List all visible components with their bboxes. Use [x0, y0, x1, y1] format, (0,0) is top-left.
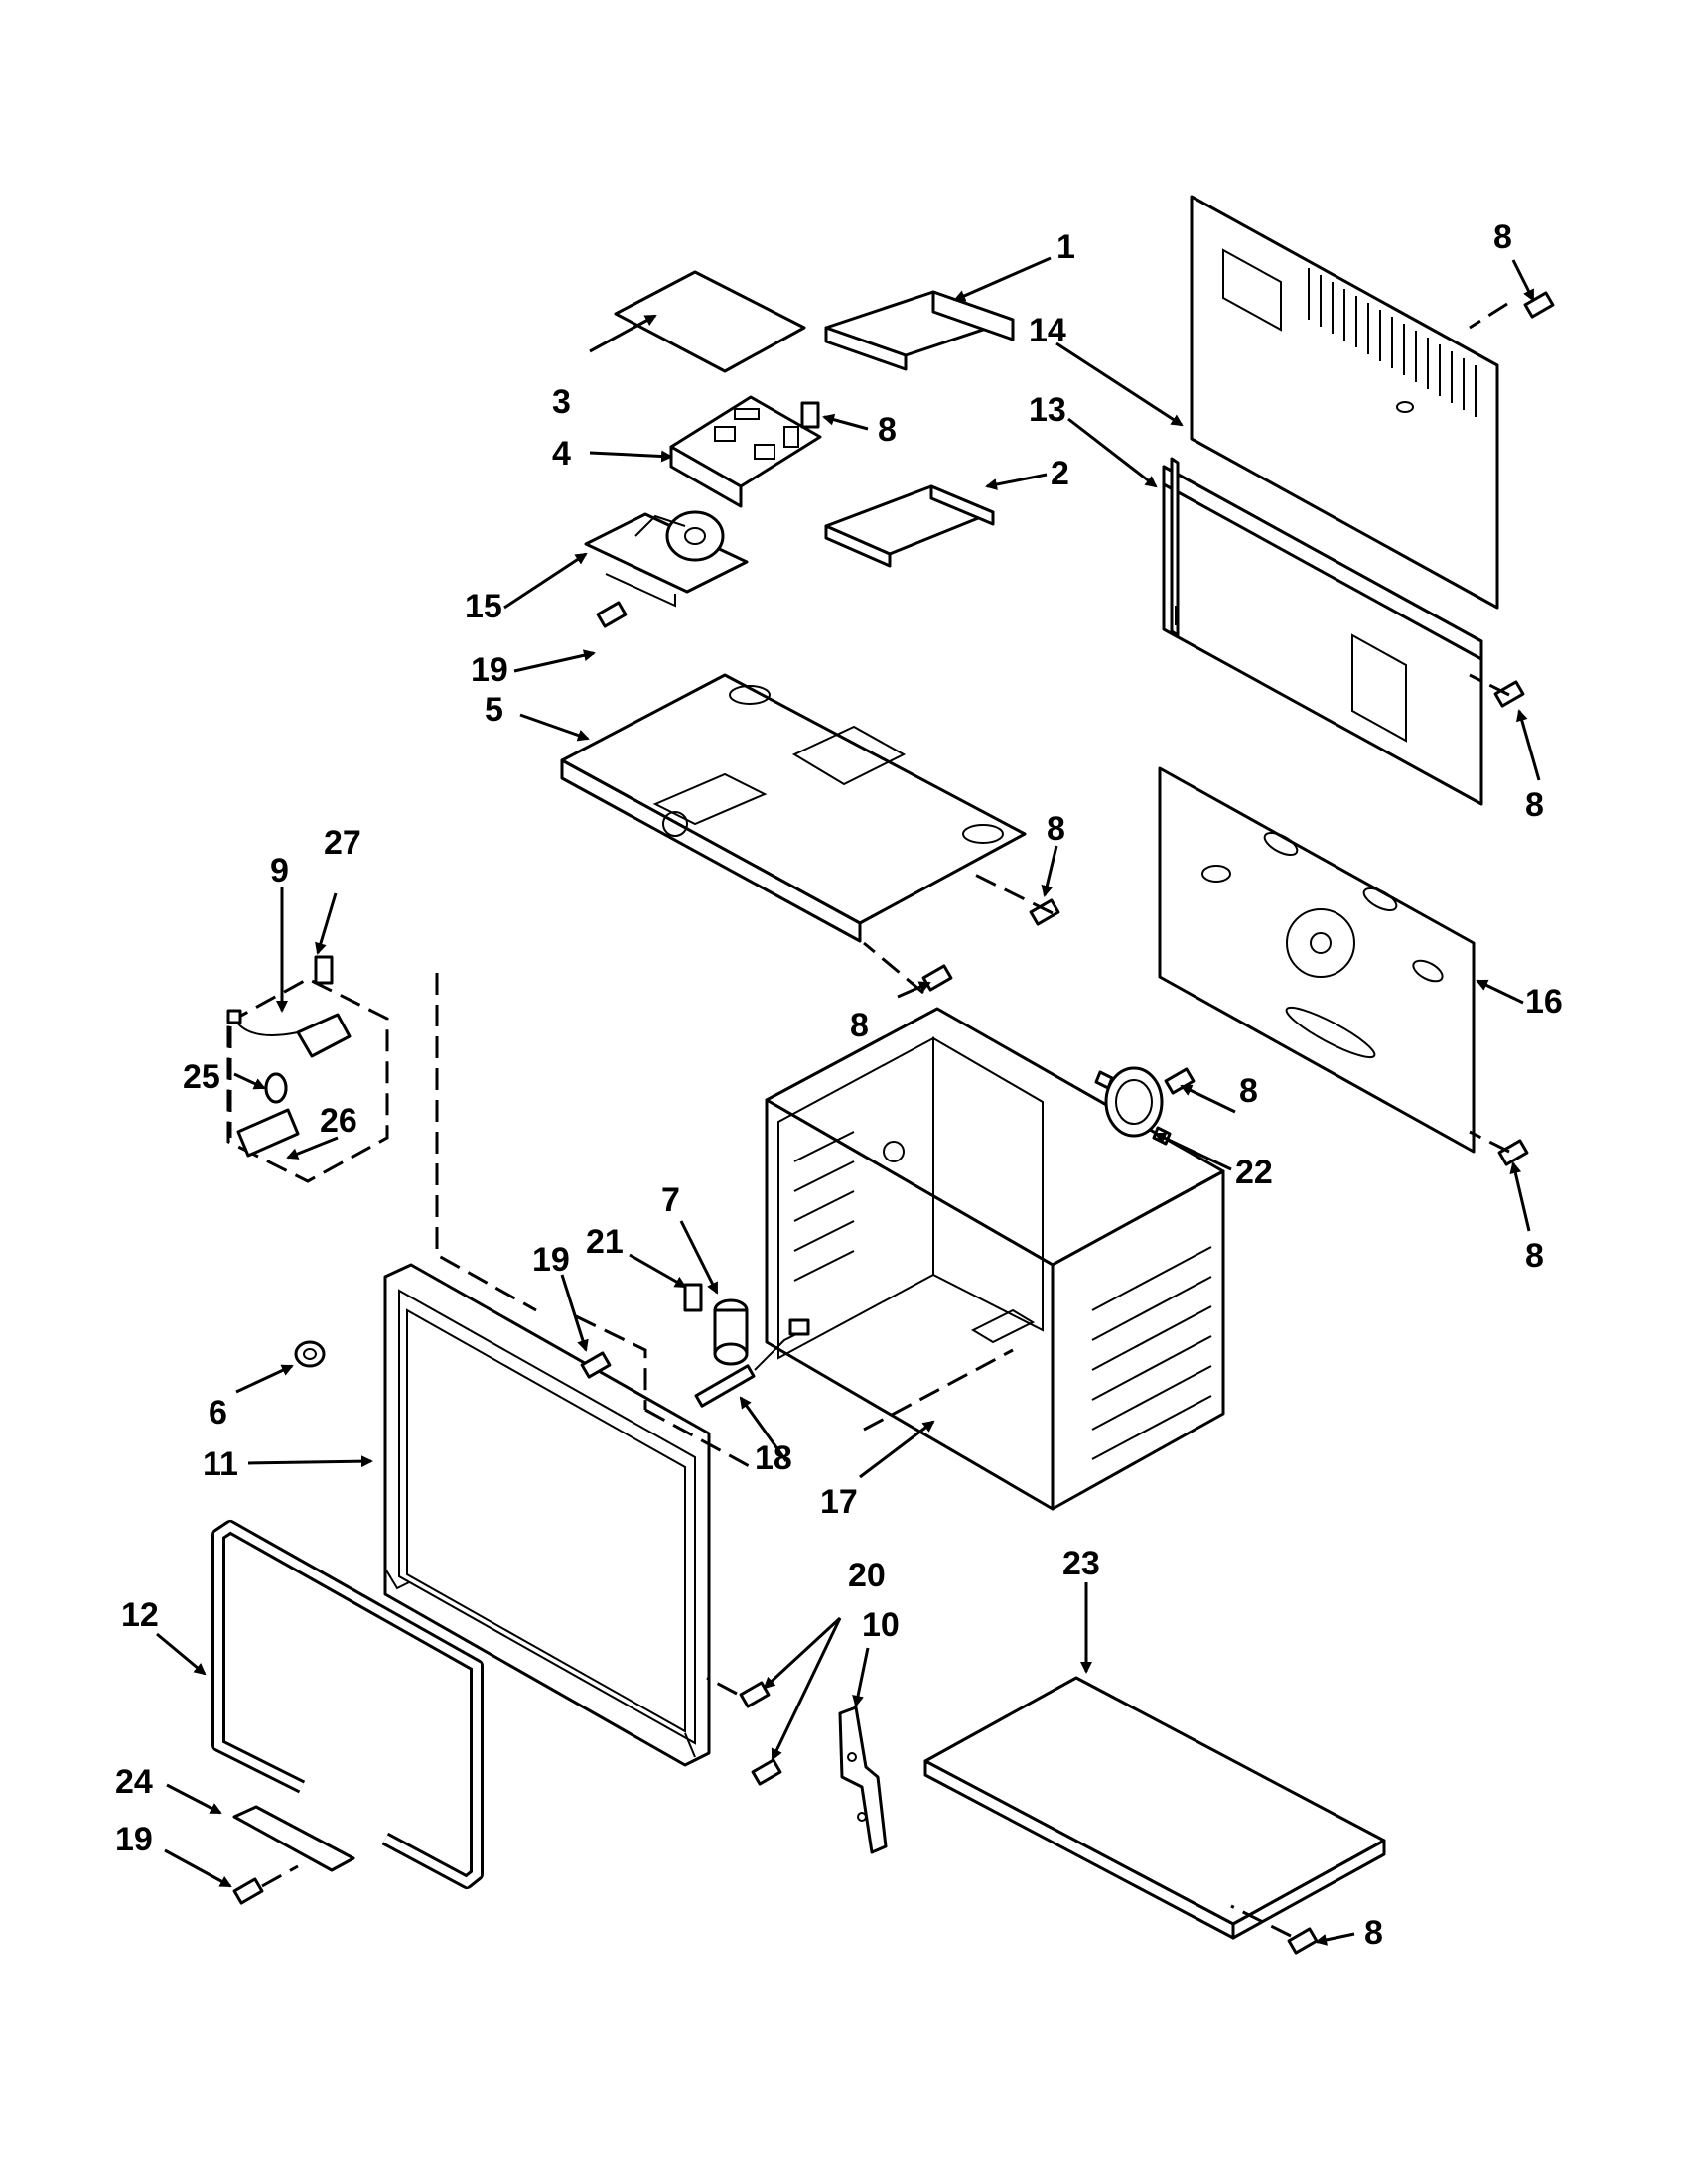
- callout-6: 6: [209, 1394, 227, 1432]
- callout-23: 23: [1062, 1545, 1100, 1582]
- callout-17: 17: [820, 1483, 858, 1521]
- callout-27: 27: [324, 824, 361, 862]
- callout-1: 1: [1056, 228, 1075, 266]
- screw-21: [683, 1283, 703, 1312]
- callout-19-b: 19: [532, 1241, 570, 1279]
- callout-4: 4: [552, 435, 571, 473]
- part-5-top-panel: [560, 673, 1027, 943]
- screw-8-drawer: [1287, 1927, 1319, 1955]
- part-2-tray: [824, 484, 995, 568]
- callout-9: 9: [270, 852, 289, 889]
- part-14-rear-panel: [1190, 195, 1499, 610]
- part-3-cover-sheet: [614, 270, 806, 373]
- callout-24: 24: [115, 1763, 153, 1801]
- screw-19-trim: [232, 1877, 264, 1905]
- part-13-rear-cover: [1162, 457, 1483, 806]
- callout-22: 22: [1235, 1154, 1273, 1191]
- screw-8-mid: [800, 401, 820, 429]
- callout-labels: 1 2 3 4 5 6 7 8 8 8 8 8 8 8 8 9 10 11 12…: [115, 218, 1563, 1952]
- callout-8-g: 8: [1525, 1237, 1544, 1275]
- callout-8-e: 8: [850, 1007, 869, 1044]
- callout-18: 18: [755, 1439, 792, 1477]
- part-23-bottom-drawer-panel: [923, 1676, 1386, 1940]
- callout-10: 10: [862, 1606, 900, 1644]
- leader-arrows: [156, 256, 1541, 1946]
- callout-8-d: 8: [1047, 810, 1065, 848]
- screw-27: [314, 955, 334, 985]
- callout-26: 26: [320, 1102, 357, 1140]
- callout-16: 16: [1525, 983, 1563, 1021]
- part-18-probe: [694, 1318, 810, 1408]
- screws: [232, 291, 1555, 1955]
- callout-13: 13: [1029, 391, 1066, 429]
- callout-8-a: 8: [878, 411, 897, 449]
- part-4-control-board: [669, 395, 822, 508]
- part-17-oven-cavity: [765, 1007, 1225, 1511]
- callout-8-f: 8: [1239, 1072, 1258, 1110]
- part-11-front-frame: [383, 1263, 711, 1767]
- callout-7: 7: [661, 1181, 680, 1219]
- callout-5: 5: [485, 691, 503, 729]
- callout-11: 11: [203, 1445, 238, 1483]
- part-22-fan-gasket: [1094, 1066, 1172, 1146]
- part-12-door-gasket: [211, 1520, 484, 1889]
- screw-8-top-panel-2: [921, 964, 953, 992]
- callout-8-b: 8: [1493, 218, 1512, 256]
- callout-14: 14: [1029, 312, 1066, 349]
- part-24-trim-strip: [232, 1805, 355, 1872]
- callout-8-c: 8: [1525, 786, 1544, 824]
- callout-15: 15: [465, 588, 502, 625]
- part-15-motor-assembly: [584, 510, 749, 608]
- callout-21: 21: [586, 1223, 624, 1261]
- callout-12: 12: [121, 1596, 159, 1634]
- callout-2: 2: [1051, 455, 1069, 492]
- part-16-back-plate: [1158, 766, 1476, 1154]
- screw-19-motor: [596, 601, 628, 628]
- screw-8-top-right: [1523, 291, 1555, 319]
- screw-19-frame: [580, 1351, 612, 1379]
- callout-19-a: 19: [471, 651, 508, 689]
- part-10-hinge-bracket: [838, 1706, 888, 1854]
- part-6-knob: [294, 1340, 326, 1368]
- callout-25: 25: [183, 1058, 220, 1096]
- assembly-lines: [261, 302, 1510, 1938]
- part-7-sensor: [713, 1298, 749, 1366]
- callout-8-h: 8: [1364, 1914, 1383, 1952]
- part-1-top-bracket: [824, 290, 1015, 371]
- callout-19-c: 19: [115, 1821, 153, 1858]
- callout-3: 3: [552, 383, 571, 421]
- screw-8-back: [1497, 1139, 1529, 1166]
- screw-20-b: [751, 1758, 782, 1786]
- part-25-bulb: [264, 1072, 288, 1104]
- callout-20: 20: [848, 1557, 886, 1594]
